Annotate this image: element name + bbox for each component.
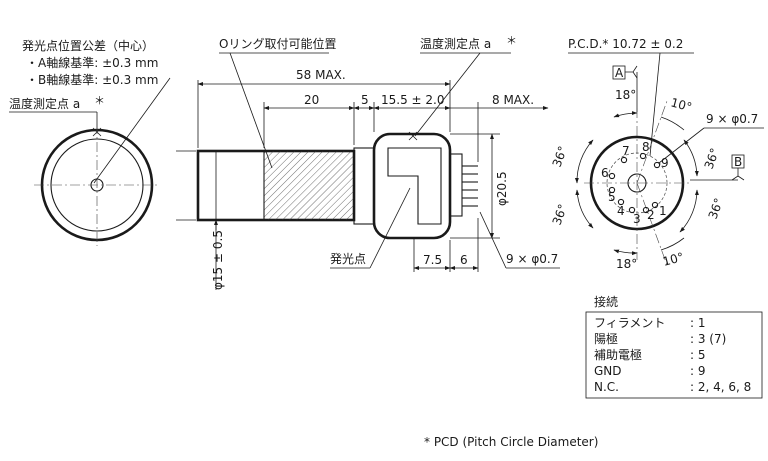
arc-10-top bbox=[660, 116, 685, 131]
angle-36-left-top: 36° bbox=[550, 144, 570, 169]
pcd-label: P.C.D.* 10.72 ± 0.2 bbox=[568, 37, 683, 51]
angle-36-right-bottom: 36° bbox=[706, 196, 726, 221]
pin-label-4: 4 bbox=[617, 204, 625, 218]
arc-18-bottom bbox=[613, 249, 638, 256]
pin-label-3: 3 bbox=[633, 212, 641, 226]
pin-label-1: 1 bbox=[659, 204, 667, 218]
base-10-ray-top bbox=[636, 100, 668, 184]
pin-label-5: 5 bbox=[608, 190, 616, 204]
footnote: * PCD (Pitch Circle Diameter) bbox=[424, 435, 598, 449]
pin-label-6: 6 bbox=[601, 166, 609, 180]
conn-row-1-name: フィラメント bbox=[594, 316, 665, 330]
conn-row-5-value: : 2, 4, 6, 8 bbox=[690, 380, 751, 394]
datum-a: A bbox=[615, 66, 624, 80]
angle-10-bottom: 10° bbox=[661, 250, 685, 269]
emission-leader bbox=[369, 187, 411, 269]
tube-head bbox=[372, 132, 452, 240]
dim-8max: 8 MAX. bbox=[492, 93, 534, 107]
left-temp-point-label: 温度測定点 a bbox=[9, 96, 80, 111]
datum-b: B bbox=[734, 155, 742, 169]
dim-6: 6 bbox=[460, 253, 468, 267]
arc-18-top bbox=[613, 111, 638, 118]
arc-10-bottom bbox=[660, 237, 685, 251]
pin-1 bbox=[642, 206, 650, 214]
angle-18-bottom: 18° bbox=[616, 257, 637, 271]
dim-15-5: 15.5 ± 2.0 bbox=[381, 93, 445, 107]
side-view: Oリング取付可能位置 温度測定点 a ＊ 58 MAX. 20 5 15.5 ±… bbox=[176, 34, 560, 290]
pin-label-7: 7 bbox=[622, 144, 630, 158]
left-front-view: 発光点位置公差（中心） ・A軸線基準: ±0.3 mm ・B軸線基準: ±0.3… bbox=[9, 38, 171, 246]
tube-flange bbox=[353, 147, 375, 225]
angle-10-top: 10° bbox=[669, 95, 693, 114]
arc-36-left-top bbox=[574, 139, 594, 184]
connections-title: 接続 bbox=[594, 294, 618, 309]
conn-row-3-name: 補助電極 bbox=[594, 347, 642, 362]
dim-7-5: 7.5 bbox=[423, 253, 442, 267]
connections-table: 接続 フィラメント : 1 陽極 : 3 (7) 補助電極 : 5 GND : … bbox=[585, 294, 763, 399]
pin-label-9: 9 bbox=[661, 156, 669, 170]
angle-36-right-top: 36° bbox=[702, 146, 722, 171]
base-view: P.C.D.* 10.72 ± 0.2 A B bbox=[550, 37, 764, 271]
connections-frame bbox=[585, 311, 763, 399]
arc-36-right-top bbox=[683, 139, 699, 177]
emission-tolerance-title: 発光点位置公差（中心） bbox=[22, 38, 154, 53]
pin-5 bbox=[608, 186, 616, 194]
base-pins bbox=[608, 152, 661, 214]
datum-a-box bbox=[612, 65, 626, 80]
side-temp-point-label: 温度測定点 a bbox=[420, 36, 491, 51]
side-pin-leader bbox=[479, 211, 507, 269]
side-temp-asterisk: ＊ bbox=[506, 34, 517, 47]
conn-row-5-name: N.C. bbox=[594, 380, 619, 394]
conn-row-4-name: GND bbox=[594, 364, 622, 378]
oring-hatched-zone bbox=[264, 151, 354, 220]
base-10-ray-bottom bbox=[636, 182, 668, 266]
pin-label-2: 2 bbox=[647, 208, 655, 222]
angle-18-top: 18° bbox=[615, 88, 636, 102]
pin-3 bbox=[628, 206, 636, 214]
window-outline bbox=[387, 147, 442, 225]
side-pins bbox=[462, 165, 478, 207]
tube-base bbox=[449, 153, 463, 217]
pin-label-8: 8 bbox=[642, 140, 650, 154]
side-temp-leader bbox=[414, 52, 481, 137]
pin-2 bbox=[651, 201, 659, 209]
side-pin-dia-label: 9 × φ0.7 bbox=[506, 252, 558, 266]
conn-row-1-value: : 1 bbox=[690, 316, 706, 330]
left-temp-asterisk: ＊ bbox=[94, 94, 105, 107]
conn-row-2-name: 陽極 bbox=[594, 331, 618, 346]
arc-36-right-bottom bbox=[679, 189, 699, 233]
dim-total: 58 MAX. bbox=[296, 68, 346, 82]
dim-dia15: φ15 ± 0.5 bbox=[211, 230, 225, 290]
dim-5: 5 bbox=[361, 93, 369, 107]
datum-b-triangle bbox=[731, 168, 745, 181]
emission-tolerance-leader bbox=[93, 77, 171, 184]
angle-36-left-bottom: 36° bbox=[550, 202, 570, 227]
conn-row-4-value: : 9 bbox=[690, 364, 706, 378]
oring-leader bbox=[229, 52, 273, 169]
base-pin-dia-label: 9 × φ0.7 bbox=[706, 112, 758, 126]
dim-20: 20 bbox=[304, 93, 319, 107]
emission-point-label: 発光点 bbox=[330, 252, 366, 266]
conn-row-3-value: : 5 bbox=[690, 348, 706, 362]
side-temp-marker-x2 bbox=[408, 131, 418, 141]
dim-dia20-5: φ20.5 bbox=[495, 171, 509, 206]
pin-7 bbox=[620, 156, 628, 164]
conn-row-2-value: : 3 (7) bbox=[690, 332, 726, 346]
arc-36-left-bottom bbox=[575, 189, 594, 229]
a-axis-tolerance: ・A軸線基準: ±0.3 mm bbox=[26, 55, 158, 70]
pin-4 bbox=[617, 198, 625, 206]
pin-8 bbox=[639, 152, 647, 160]
oring-label: Oリング取付可能位置 bbox=[219, 36, 336, 51]
pin-9 bbox=[653, 161, 661, 169]
base-pin-leader bbox=[658, 127, 705, 164]
b-axis-tolerance: ・B軸線基準: ±0.3 mm bbox=[26, 72, 158, 87]
pin-6 bbox=[608, 172, 616, 180]
datum-a-triangle bbox=[625, 65, 638, 79]
